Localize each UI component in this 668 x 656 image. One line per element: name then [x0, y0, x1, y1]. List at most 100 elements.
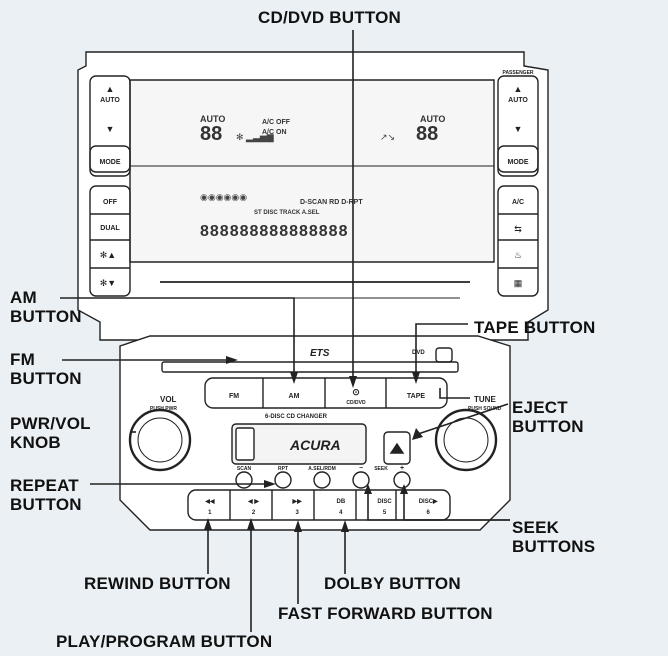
left-climate-buttons — [89, 185, 131, 297]
preset-3-symbol: ▶▶ — [292, 498, 303, 505]
asel-label: A.SEL/RDM — [308, 466, 336, 472]
preset-6-number: 6 — [426, 510, 430, 516]
seek-buttons-callout: SEEK BUTTONS — [512, 518, 595, 556]
eject-callout-line2: BUTTON — [512, 417, 584, 436]
audio-labels-readout: ST DISC TRACK A.SEL — [254, 210, 320, 216]
seek-callout-line2: BUTTONS — [512, 537, 596, 556]
ac-on-readout: A/C ON — [262, 129, 287, 136]
audio-mode-readout: D-SCAN RD D-RPT — [300, 199, 363, 206]
seek-plus-label: + — [400, 465, 404, 472]
tune-knob — [434, 408, 498, 472]
left-mode-button — [89, 145, 131, 177]
passenger-label: PASSENGER — [502, 70, 533, 76]
cd-dvd-button-callout: CD/DVD BUTTON — [258, 8, 402, 27]
fm-callout-line1: FM — [10, 350, 35, 369]
seek-minus-label: − — [359, 465, 363, 472]
preset-5-number: 5 — [383, 510, 387, 516]
play-program-button-callout: PLAY/PROGRAM BUTTON — [56, 632, 273, 651]
am-callout-line2: BUTTON — [10, 307, 82, 326]
tape-button-callout: TAPE BUTTON — [474, 318, 596, 337]
scan-label: SCAN — [237, 466, 252, 472]
rpt-label: RPT — [278, 466, 288, 472]
left-auto-label: AUTO — [100, 97, 120, 104]
seek-plus-button — [393, 471, 411, 489]
preset-6-symbol: DISC▶ — [419, 498, 438, 505]
ac-label: A/C — [512, 199, 524, 206]
pwr-vol-callout-line2: KNOB — [10, 433, 61, 452]
eject-callout-line1: EJECT — [512, 398, 568, 417]
eject-top-button — [435, 347, 453, 363]
defrost-front-icon: ♨ — [514, 250, 522, 260]
brand-logo: ACURA — [289, 437, 341, 453]
eject-button-callout: EJECT BUTTON — [512, 398, 584, 436]
seek-leader-minus — [367, 492, 510, 521]
preset-2-symbol: ◀ ▶ — [247, 498, 259, 505]
defrost-rear-icon: ▦ — [514, 278, 523, 288]
fan-up-icon: ✻▲ — [100, 250, 116, 260]
repeat-callout-line1: REPEAT — [10, 476, 79, 495]
left-temp-readout: 88 — [200, 123, 222, 145]
left-auto-readout: AUTO — [200, 114, 225, 124]
right-mode-button — [497, 145, 539, 177]
tape-to-eject — [439, 388, 470, 399]
eject-leader — [417, 403, 509, 435]
repeat-callout-line2: BUTTON — [10, 495, 82, 514]
left-up-arrow-icon: ▲ — [106, 84, 115, 94]
preset-4-symbol: DB — [336, 499, 345, 505]
right-climate-buttons — [497, 185, 539, 297]
tune-label: TUNE — [474, 395, 496, 404]
cd-dvd-button-label: CD/DVD — [346, 400, 366, 406]
recirculate-icon: ⇆ — [514, 224, 522, 234]
fm-callout-line2: BUTTON — [10, 369, 82, 388]
seek-callout-line1: SEEK — [512, 518, 560, 537]
pwr-vol-knob-callout: PWR/VOL KNOB — [10, 414, 91, 452]
audio-segment-readout: 888888888888888 — [200, 223, 348, 240]
right-down-arrow-icon: ▼ — [514, 124, 523, 134]
preset-3-number: 3 — [295, 510, 299, 516]
preset-1-number: 1 — [208, 510, 212, 516]
am-leader — [60, 297, 295, 374]
am-button-label: AM — [289, 393, 300, 400]
sound-label: PUSH SOUND — [468, 406, 502, 412]
left-temp-rocker — [89, 75, 131, 173]
tape-window — [231, 423, 367, 465]
preset-4-number: 4 — [339, 510, 343, 516]
am-callout-line1: AM — [10, 288, 37, 307]
tape-leader — [415, 323, 468, 374]
fast-forward-button-callout: FAST FORWARD BUTTON — [278, 604, 493, 623]
fm-button-label: FM — [229, 393, 239, 400]
pwr-label: PUSH PWR — [150, 406, 177, 412]
dvd-label: DVD — [412, 350, 425, 356]
source-button-bar — [204, 377, 448, 409]
preset-2-number: 2 — [252, 510, 256, 516]
tape-button-label: TAPE — [407, 393, 425, 400]
repeat-button-callout: REPEAT BUTTON — [10, 476, 82, 514]
left-mode-label: MODE — [100, 159, 121, 166]
right-up-arrow-icon: ▲ — [514, 84, 523, 94]
disc-indicators-icon: ◉◉◉◉◉◉ — [200, 192, 247, 202]
pwr-vol-knob — [128, 408, 192, 472]
left-down-arrow-icon: ▼ — [106, 124, 115, 134]
airflow-display-icon: ↗↘ — [380, 132, 395, 142]
preset-bar — [187, 489, 451, 521]
dual-label: DUAL — [100, 225, 120, 232]
preset-1-symbol: ◀◀ — [204, 498, 215, 505]
vol-label: VOL — [160, 395, 177, 404]
dolby-button-callout: DOLBY BUTTON — [324, 574, 461, 593]
repeat-button — [274, 471, 292, 489]
asel-button — [313, 471, 331, 489]
preset-5-symbol: DISC — [377, 499, 392, 505]
off-label: OFF — [103, 199, 118, 206]
right-auto-readout: AUTO — [420, 114, 445, 124]
scan-button — [235, 471, 253, 489]
rewind-button-callout: REWIND BUTTON — [84, 574, 231, 593]
right-mode-label: MODE — [508, 159, 529, 166]
seek-minus-button — [352, 471, 370, 489]
fan-display-icon: ✻ ▂▃▅▆ — [236, 132, 275, 143]
fan-down-icon: ✻▼ — [100, 278, 116, 288]
am-button-callout: AM BUTTON — [10, 288, 82, 326]
ac-off-readout: A/C OFF — [262, 119, 291, 126]
fm-button-callout: FM BUTTON — [10, 350, 82, 388]
